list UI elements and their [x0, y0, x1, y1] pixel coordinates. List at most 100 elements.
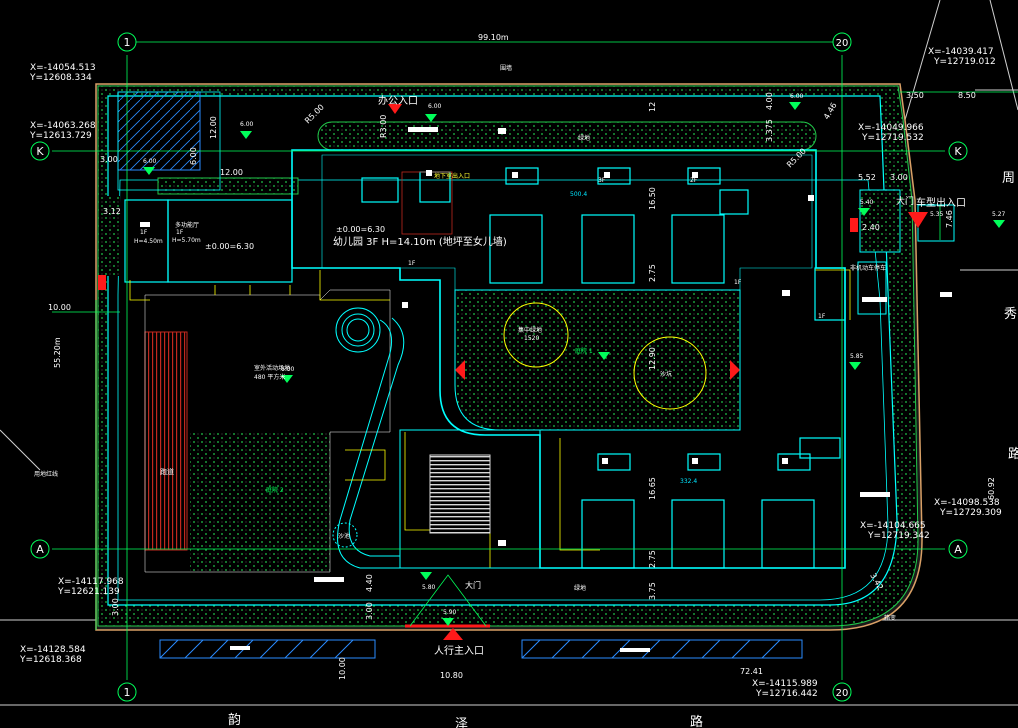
label-1f-a: 1F [734, 279, 742, 286]
dim-top-350: 3.50 [906, 91, 924, 100]
label-elev-600c: 6.00 [143, 158, 157, 165]
grid-bubble-k-right: K [948, 141, 968, 161]
coord-sw1-y: Y=12621.139 [57, 587, 120, 597]
grid-label: 1 [124, 686, 131, 699]
grid-bubble-a-right: A [948, 539, 968, 559]
dim-bot-300b: 3.00 [111, 598, 120, 616]
dim-mid-1665: 16.65 [648, 477, 657, 500]
label-2f: 2F [690, 177, 698, 184]
ramp-outline [117, 91, 221, 191]
label-parking: 非机动车停车 [850, 264, 886, 272]
label-side-name: 多功能厅 [175, 221, 199, 229]
dim-mid-12: 12 [648, 102, 657, 112]
dim-right-552: 5.52 [858, 173, 876, 182]
label-1f-c: 1F [818, 313, 826, 320]
dim-right-240: 2.40 [862, 223, 880, 232]
label-level-zero-b: ±0.00=6.30 [205, 242, 254, 251]
label-fence: 围墙 [500, 64, 512, 72]
coordinate-labels: X=-14054.513 Y=12608.334 X=-14063.268 Y=… [19, 47, 1002, 699]
label-elev-580: 5.80 [422, 584, 436, 591]
grid-label: 1 [124, 36, 131, 49]
coord-sw1-x: X=-14117.968 [58, 577, 124, 587]
coord-ne2-x: X=-14049.966 [858, 123, 924, 133]
coord-e2-x: X=-14104.665 [860, 521, 926, 531]
dim-left-600: 6.00 [189, 147, 198, 165]
grid-label: A [36, 543, 44, 556]
north-green-strip [317, 121, 817, 151]
dim-right-3375: 3.375 [765, 119, 774, 142]
grid-bubble-a-left: A [30, 539, 50, 559]
label-road-east: 路 [690, 714, 703, 728]
label-road-ne: 秀 [1004, 307, 1017, 322]
dim-left-1000: 10.00 [48, 303, 71, 312]
label-area-top: 500.4 [570, 191, 587, 198]
label-green-space-s: 绿地 [574, 584, 586, 592]
grid-bubble-1-top: 1 [117, 32, 137, 52]
label-sandpit: 沙池 [338, 532, 350, 540]
ramp-box [117, 91, 201, 171]
label-elev-527: 5.27 [992, 211, 1006, 218]
dim-right-400: 4.00 [765, 92, 774, 110]
label-road-mid: 泽 [455, 717, 468, 728]
dim-left-5520: 55.20m [53, 337, 62, 368]
label-playground: 室外活动场地 [254, 364, 290, 372]
dim-mid-275b: 2.75 [648, 550, 657, 568]
coord-e2-y: Y=12719.342 [867, 531, 930, 541]
coord-se-x: X=-14115.989 [752, 679, 818, 689]
fire-lane-inner [117, 179, 889, 601]
label-3f: 3F [598, 177, 606, 184]
label-elev-600a: 6.00 [428, 103, 442, 110]
road-edge-east [989, 0, 1018, 111]
courtyard-arrow-e [730, 360, 740, 380]
label-elev-600d: 6.00 [281, 366, 295, 373]
sandpit [332, 522, 358, 548]
label-pedestrian-entrance: 人行主入口 [434, 644, 484, 657]
dim-r4: R3.00 [379, 115, 388, 138]
label-gate-1: 大门 [896, 195, 914, 207]
ne-sentry [857, 261, 887, 315]
coord-ne2-y: Y=12719.532 [861, 133, 924, 143]
label-office-entrance: 办公入口 [378, 94, 418, 107]
coord-nw2-y: Y=12613.729 [29, 131, 92, 141]
nw-green-strip [157, 177, 299, 195]
grid-bubble-k-left: K [30, 141, 50, 161]
grid-bubble-20-top: 20 [832, 32, 852, 52]
label-playground-area: 480 平方米 [254, 373, 285, 381]
grid-label: K [36, 145, 44, 158]
label-elev-590: 5.90 [443, 609, 457, 616]
grid-bubble-1-bottom: 1 [117, 682, 137, 702]
pedestrian-entry-arrow [443, 628, 463, 640]
dim-mid-1290: 12.90 [648, 347, 657, 370]
round-lawn-a [503, 302, 569, 368]
dim-top-850: 8.50 [958, 91, 976, 100]
running-track [144, 331, 188, 551]
label-side-h-b: H=5.70m [172, 237, 201, 244]
dim-bot-300a: 3.00 [365, 602, 374, 620]
entry-court [399, 429, 541, 569]
label-level-zero: ±0.00=6.30 [336, 225, 385, 234]
label-courtyard-a: 庭院 1 [575, 347, 593, 355]
label-vehicle-exit: 车型出入口 [916, 196, 966, 209]
coord-nw1-x: X=-14054.513 [30, 63, 96, 73]
label-basement-entry: 地下室出入口 [434, 172, 470, 180]
label-side-h: H=4.50m [134, 238, 163, 245]
coord-e1-y: Y=12729.309 [939, 508, 1002, 518]
dim-right-300: 3.00 [890, 173, 908, 182]
dim-top-total: 99.10m [478, 33, 509, 42]
label-side-1f: 1F [140, 229, 148, 236]
label-green-space: 绿地 [578, 134, 590, 142]
label-gate-2: 大门 [465, 580, 481, 590]
dim-mid-275a: 2.75 [648, 264, 657, 282]
courtyard-arrow-w [455, 360, 465, 380]
dim-left-1200a: 12.00 [209, 116, 218, 139]
coord-sw2-y: Y=12618.368 [19, 655, 82, 665]
label-substation: 箱变 [884, 614, 896, 622]
label-elev-585: 5.85 [850, 353, 864, 360]
dim-bot-440: 4.40 [365, 574, 374, 592]
label-court-area: 1520 [524, 335, 539, 342]
dim-right-6092: 60.92 [987, 477, 996, 500]
spiral-slide [335, 307, 405, 569]
ne-gatehouse [859, 189, 901, 253]
